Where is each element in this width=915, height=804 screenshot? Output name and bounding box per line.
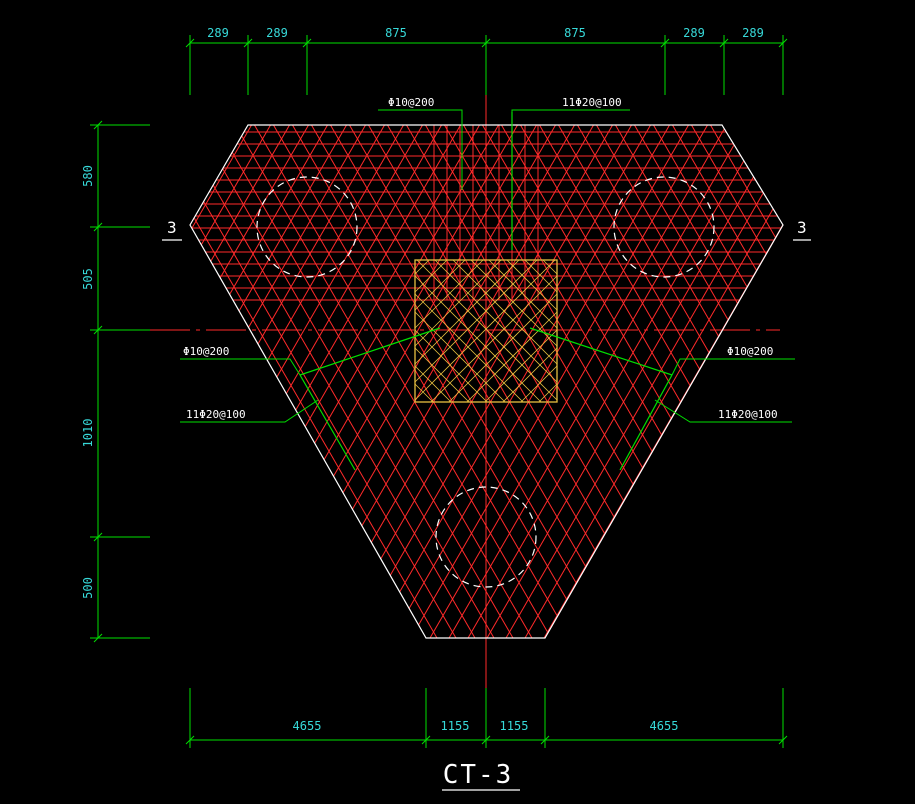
section-mark-left: 3 [162, 218, 182, 241]
pile-right [613, 176, 715, 278]
dim-top-3: 875 [385, 26, 407, 40]
callout-leaders [180, 109, 795, 423]
dim-top-4: 875 [564, 26, 586, 40]
dim-left-1: 580 [81, 165, 95, 187]
callout-mid-right-bottom: 11Φ20@100 [718, 408, 778, 421]
top-dimension-labels: 289 289 875 875 289 289 [207, 26, 764, 40]
left-dimension-labels: 580 505 1010 500 [81, 165, 95, 599]
section-mark-left-label: 3 [167, 218, 177, 237]
rebar-grid [190, 125, 783, 638]
callout-mid-right-top: Φ10@200 [727, 345, 773, 358]
dim-left-2: 505 [81, 268, 95, 290]
callout-mid-left-bottom: 11Φ20@100 [186, 408, 246, 421]
dim-left-4: 500 [81, 577, 95, 599]
drawing-title: CT-3 [443, 760, 514, 790]
callout-top-left: Φ10@200 [388, 96, 434, 109]
pile-cap-outline [189, 124, 784, 639]
callout-top-right: 11Φ20@100 [562, 96, 622, 109]
dim-top-5: 289 [683, 26, 705, 40]
column [414, 259, 558, 403]
dim-bottom-1: 4655 [293, 719, 322, 733]
strip-ties [299, 112, 673, 471]
dim-top-2: 289 [266, 26, 288, 40]
dim-left-3: 1010 [81, 419, 95, 448]
dim-bottom-4: 4655 [650, 719, 679, 733]
callout-mid-left-top: Φ10@200 [183, 345, 229, 358]
center-axes [150, 95, 780, 690]
piles [256, 176, 715, 588]
dim-top-1: 289 [207, 26, 229, 40]
section-mark-right-label: 3 [797, 218, 807, 237]
dimension-lines [90, 35, 788, 748]
dim-bottom-3: 1155 [500, 719, 529, 733]
drawing-title-block: CT-3 [442, 760, 520, 791]
dim-top-6: 289 [742, 26, 764, 40]
dim-bottom-2: 1155 [441, 719, 470, 733]
bottom-dimension-labels: 4655 1155 1155 4655 [293, 719, 679, 733]
pile-bottom [435, 486, 537, 588]
pile-left [256, 176, 358, 278]
section-mark-right: 3 [793, 218, 811, 241]
